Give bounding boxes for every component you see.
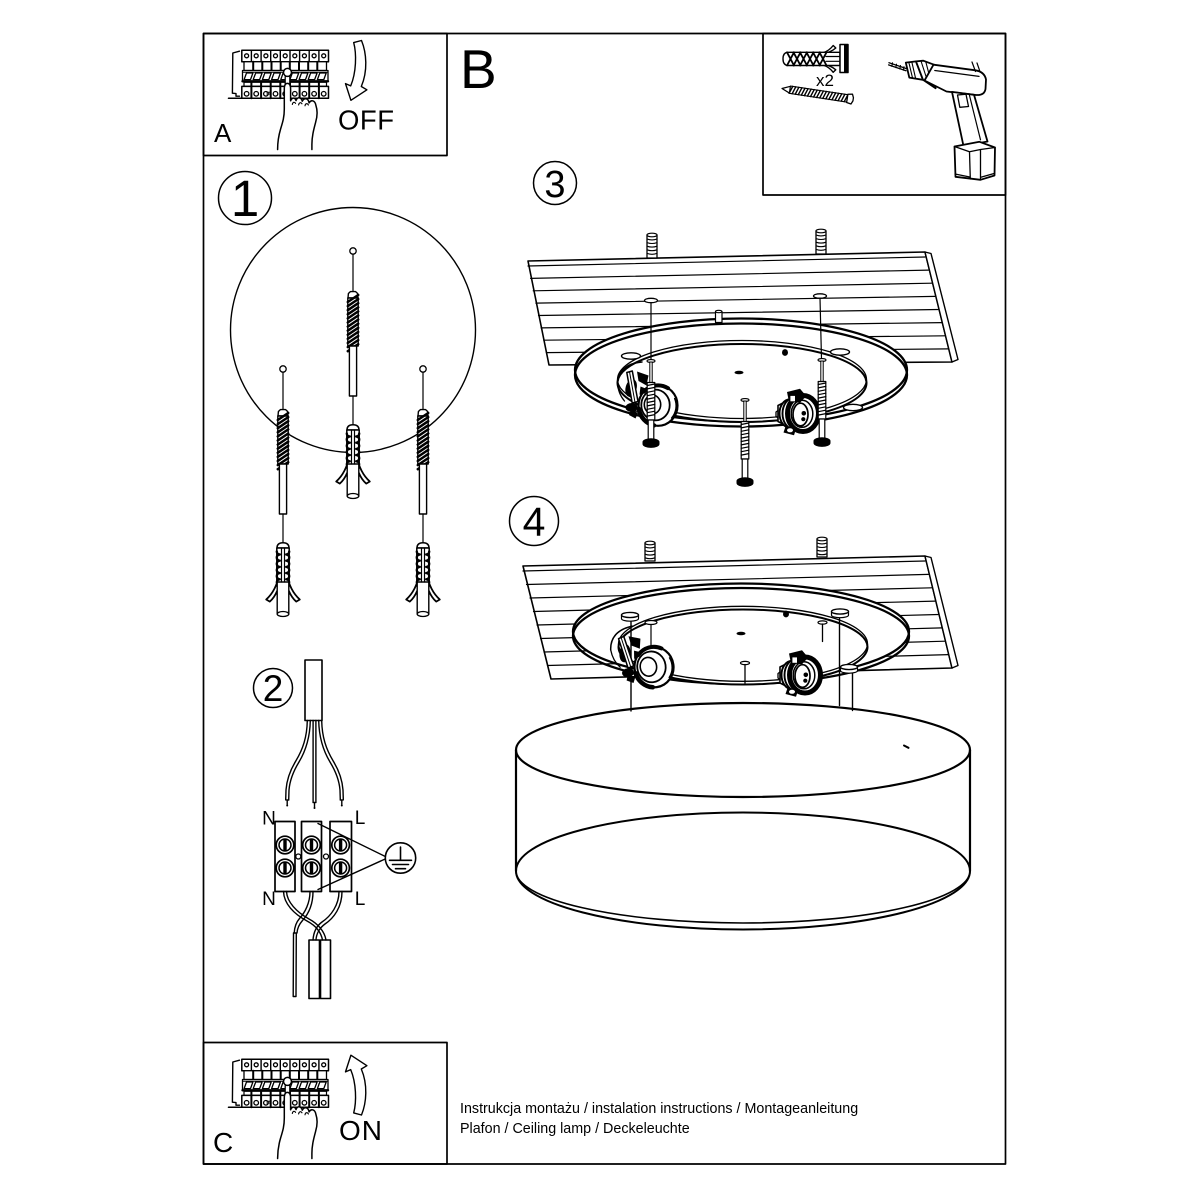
svg-text:OFF: OFF xyxy=(338,105,395,136)
svg-text:3: 3 xyxy=(544,164,565,206)
svg-text:x2: x2 xyxy=(816,71,834,90)
svg-text:C: C xyxy=(213,1127,233,1158)
svg-text:1: 1 xyxy=(231,170,259,227)
svg-text:4: 4 xyxy=(523,499,546,545)
svg-text:Instrukcja montażu / instalati: Instrukcja montażu / instalation instruc… xyxy=(460,1101,858,1117)
svg-text:ON: ON xyxy=(339,1115,383,1146)
svg-text:N: N xyxy=(262,889,276,910)
svg-text:L: L xyxy=(355,808,366,829)
svg-text:N: N xyxy=(262,809,276,830)
svg-text:A: A xyxy=(214,118,232,148)
svg-text:2: 2 xyxy=(263,668,284,709)
svg-text:L: L xyxy=(355,889,366,910)
svg-text:B: B xyxy=(460,38,497,100)
svg-text:Plafon / Ceiling lamp / Deckel: Plafon / Ceiling lamp / Deckeleuchte xyxy=(460,1121,690,1137)
